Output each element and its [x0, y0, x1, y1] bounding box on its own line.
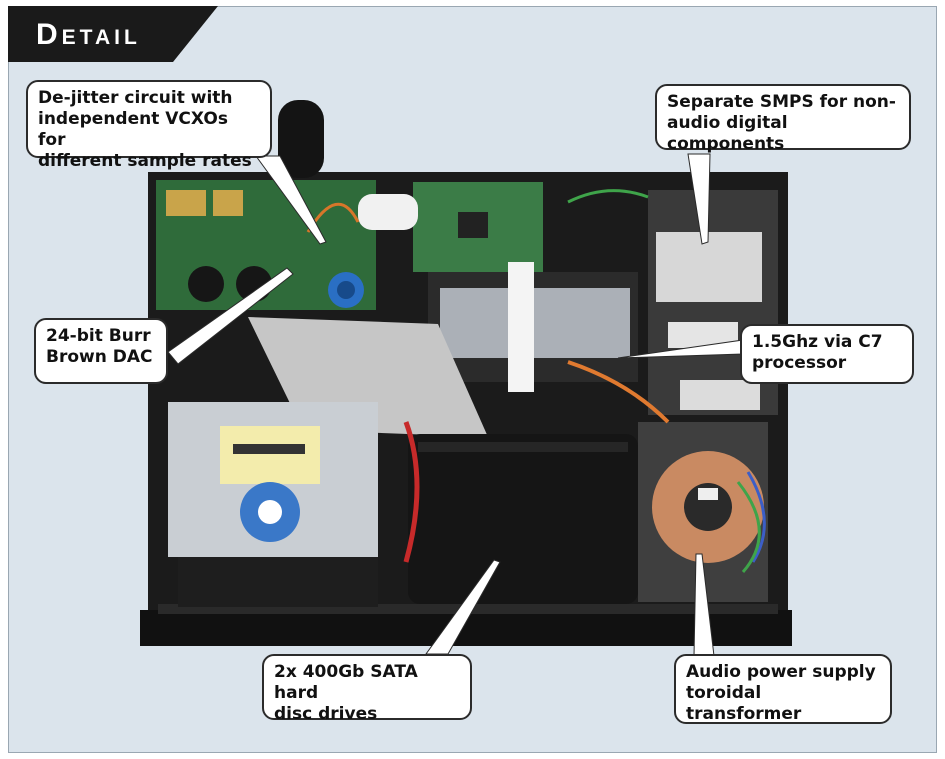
psu-callout: Audio power supply toroidal transformer: [674, 654, 892, 724]
drives-callout: 2x 400Gb SATA hard disc drives: [262, 654, 472, 724]
detail-header: Detail: [8, 6, 218, 62]
header-banner-shape: [8, 6, 218, 62]
processor-callout: 1.5Ghz via C7 processor: [740, 324, 914, 384]
page-title: Detail: [36, 18, 141, 51]
heatsink-plate: [440, 288, 630, 358]
smps-callout: Separate SMPS for non- audio digital com…: [655, 84, 911, 154]
dac-callout: 24-bit Burr Brown DAC: [34, 318, 168, 384]
audio-server-internals-photo: [140, 100, 792, 657]
dejitter-callout: De-jitter circuit with independent VCXOs…: [26, 80, 272, 171]
hard-drive-enclosure: [408, 434, 638, 604]
volume-knob: [278, 100, 324, 178]
